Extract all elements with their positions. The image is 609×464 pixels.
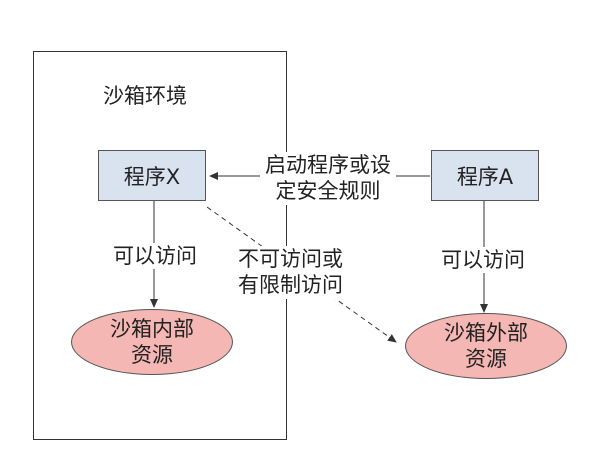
outer-resource-node: 沙箱外部资源	[405, 313, 567, 379]
program-x-label: 程序X	[123, 164, 181, 189]
access-a-label: 可以访问	[441, 247, 525, 274]
sandbox-frame	[33, 51, 287, 440]
restricted-edge-label: 不可访问或有限制访问	[238, 246, 348, 299]
arrow-x-to-outer	[206, 206, 397, 343]
outer-resource-label: 沙箱外部资源	[444, 320, 528, 371]
launch-edge-text: 启动程序或设定安全规则	[265, 153, 391, 204]
inner-resource-node: 沙箱内部资源	[71, 309, 233, 375]
inner-resource-label: 沙箱内部资源	[110, 316, 194, 367]
sandbox-title: 沙箱环境	[103, 84, 187, 108]
program-x-node: 程序X	[98, 150, 206, 201]
access-x-label: 可以访问	[113, 243, 197, 270]
program-a-label: 程序A	[456, 164, 514, 189]
restricted-edge-text: 不可访问或有限制访问	[238, 247, 343, 298]
launch-edge-label: 启动程序或设定安全规则	[260, 152, 396, 205]
program-a-node: 程序A	[431, 150, 539, 201]
